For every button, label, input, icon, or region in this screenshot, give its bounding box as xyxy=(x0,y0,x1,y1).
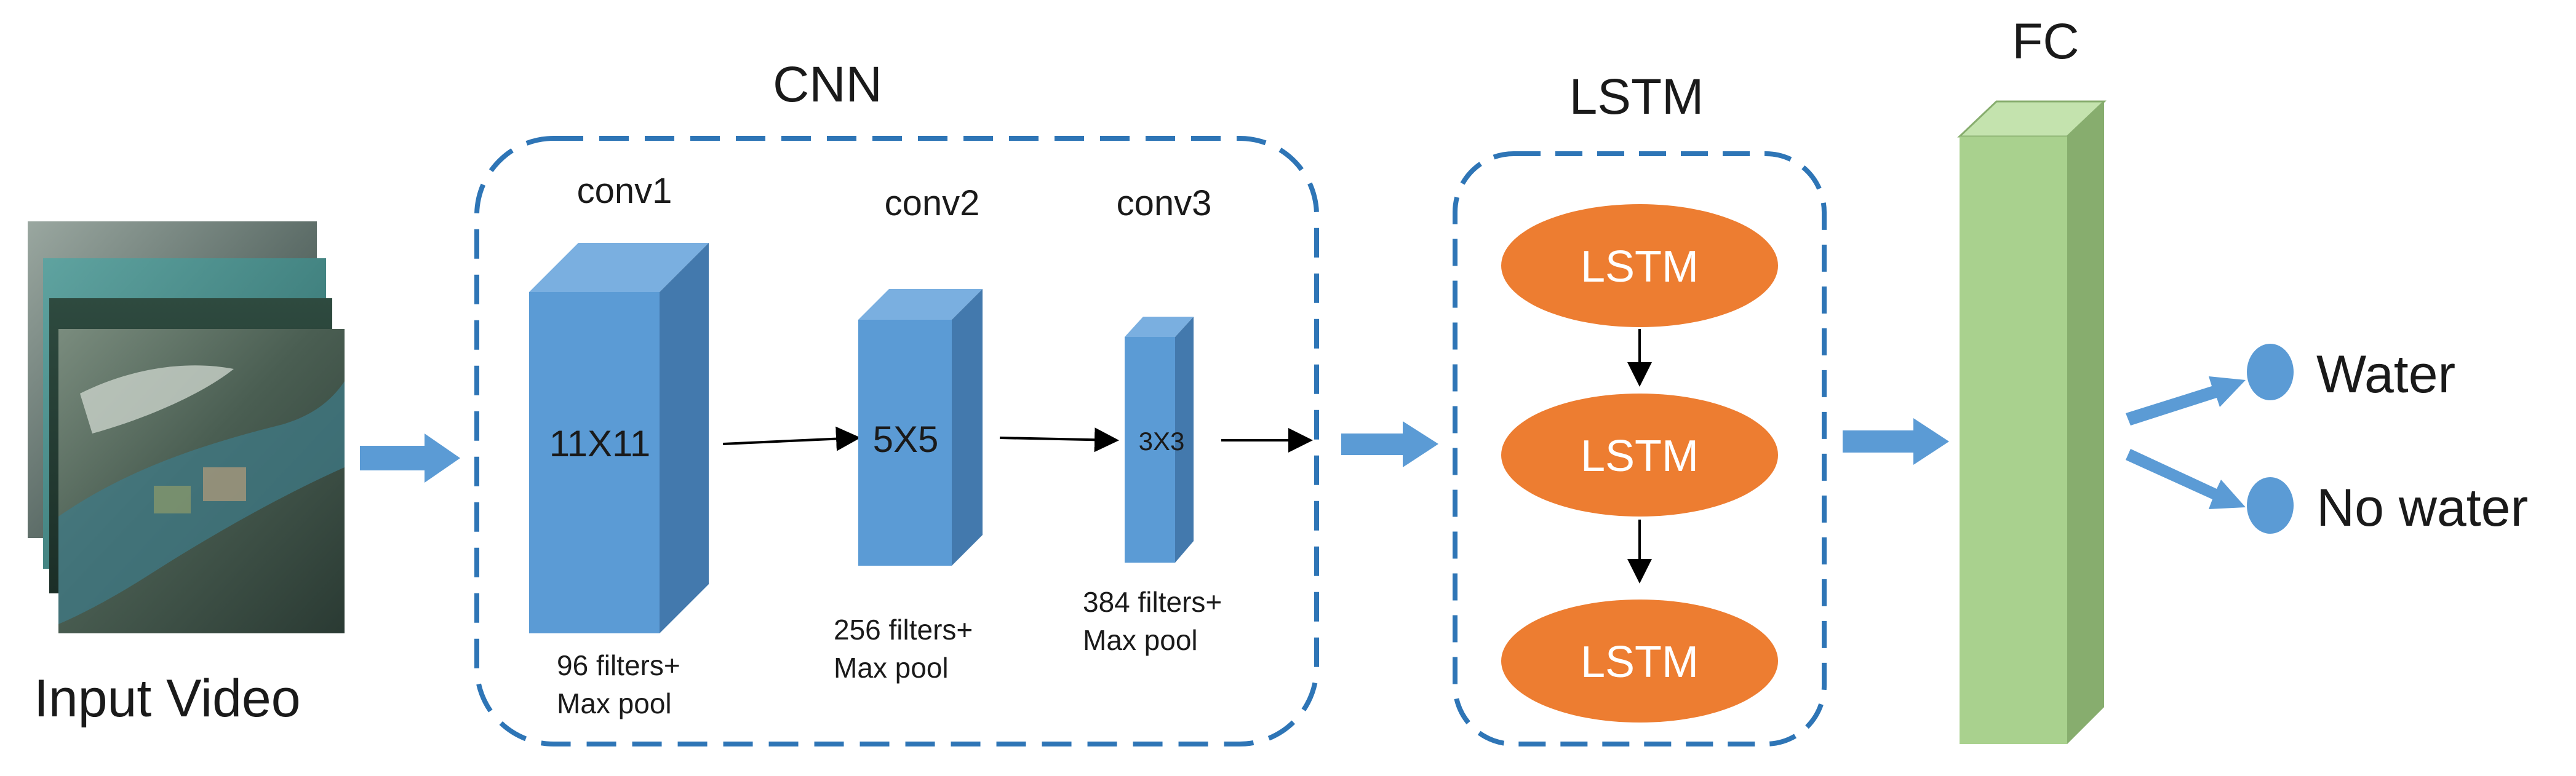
arrow-conv2-to-conv3 xyxy=(999,427,1119,453)
block-arrow-input-to-cnn xyxy=(360,434,460,483)
block-arrow-fc-to-nowater xyxy=(2126,449,2246,509)
lstm-cell-2: LSTM xyxy=(1501,394,1778,517)
conv2-kernel: 5X5 xyxy=(873,419,939,460)
conv3-label: conv3 xyxy=(1117,183,1212,223)
input-video-label: Input Video xyxy=(34,669,301,728)
fc-side-face xyxy=(2067,101,2104,744)
fc-title: FC xyxy=(2012,14,2079,69)
output-water: Water xyxy=(2247,344,2455,404)
conv2-block: conv2 5X5 256 filters+ Max pool xyxy=(834,183,983,684)
cnn-dashed-frame xyxy=(474,136,1319,746)
conv3-block: conv3 3X3 384 filters+ Max pool xyxy=(1083,183,1222,656)
lstm-group: LSTM LSTM LSTM LSTM xyxy=(1453,69,1827,746)
conv2-label: conv2 xyxy=(885,183,980,223)
conv1-label: conv1 xyxy=(577,171,672,211)
lstm-cell-1: LSTM xyxy=(1501,204,1778,327)
cnn-group: CNN conv1 11X11 96 filters+ Max pool con… xyxy=(474,57,1319,746)
input-video-stack: Input Video xyxy=(28,221,345,728)
lstm-cell-3-label: LSTM xyxy=(1581,638,1699,687)
output-no-water-label: No water xyxy=(2316,478,2528,537)
fc-group: FC xyxy=(1957,14,2107,744)
conv1-block: conv1 11X11 96 filters+ Max pool xyxy=(529,171,709,719)
conv3-filters: 384 filters+ xyxy=(1083,586,1222,618)
lstm-title: LSTM xyxy=(1569,69,1704,125)
conv3-kernel: 3X3 xyxy=(1139,427,1185,456)
conv3-pool: Max pool xyxy=(1083,624,1198,656)
output-no-water-dot xyxy=(2247,477,2294,534)
conv2-pool: Max pool xyxy=(834,652,949,684)
conv1-pool: Max pool xyxy=(557,687,672,719)
lstm-cell-2-label: LSTM xyxy=(1581,432,1699,481)
video-frame-4 xyxy=(58,329,345,633)
lstm-cell-3: LSTM xyxy=(1501,600,1778,723)
output-water-label: Water xyxy=(2316,345,2455,404)
block-arrow-cnn-to-lstm xyxy=(1341,421,1438,467)
fc-front-face xyxy=(1960,137,2067,744)
lstm-cell-1-label: LSTM xyxy=(1581,242,1699,291)
conv2-filters: 256 filters+ xyxy=(834,614,973,646)
block-arrow-fc-to-water xyxy=(2126,376,2246,426)
lstm-dashed-frame xyxy=(1453,151,1827,746)
output-water-dot xyxy=(2247,344,2294,400)
conv1-kernel: 11X11 xyxy=(549,423,651,464)
conv1-filters: 96 filters+ xyxy=(557,649,680,681)
arrow-conv1-to-conv2 xyxy=(722,426,861,451)
cnn-title: CNN xyxy=(773,57,882,113)
output-no-water: No water xyxy=(2247,477,2528,537)
block-arrow-lstm-to-fc xyxy=(1843,418,1949,465)
